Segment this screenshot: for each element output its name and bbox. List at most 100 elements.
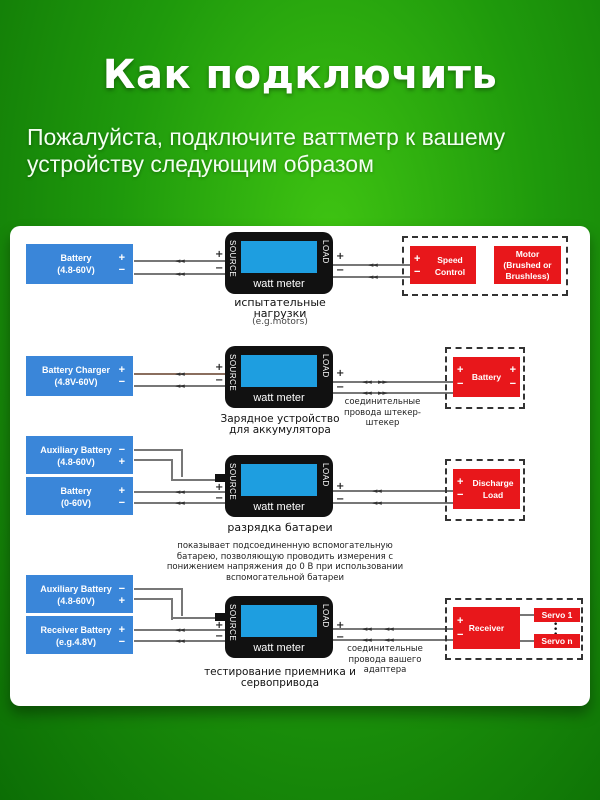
source-voltage: (0-60V) [60, 498, 91, 508]
source-label: SOURCE [228, 463, 237, 501]
minus-sign: − [215, 375, 224, 386]
source-label: SOURCE [228, 604, 237, 642]
wire-positive [333, 490, 453, 492]
wire-negative [333, 392, 455, 394]
minus-terminal: − [118, 444, 125, 456]
arrow-left-icon: ◄◄ [384, 625, 394, 633]
diagram-panel: Battery (4.8-60V) + − ◄◄ ◄◄ + − SOURCE L… [10, 226, 590, 706]
wire-positive [134, 260, 226, 262]
aux-wire [171, 617, 217, 619]
source-voltage: (4.8-60V) [57, 265, 95, 275]
wire-negative [134, 273, 226, 275]
plus-terminal: + [457, 615, 464, 627]
watt-meter: SOURCE LOAD watt meter [225, 346, 333, 408]
load-label: LOAD [321, 354, 330, 378]
minus-sign: − [336, 632, 345, 643]
meter-screen [241, 605, 317, 637]
page-subtitle: Пожалуйста, подключите ваттметр к вашему… [27, 124, 506, 177]
load-label: LOAD [321, 463, 330, 487]
meter-name: watt meter [253, 642, 305, 654]
aux-battery-box: Auxiliary Battery (4.8-60V) − + [26, 436, 133, 474]
plus-terminal: + [457, 476, 464, 488]
diagram-caption-note: (e.g.motors) [252, 317, 308, 327]
load-label: Control [434, 267, 466, 277]
aux-wire [134, 598, 172, 600]
load-label: Motor [515, 249, 540, 259]
minus-sign: − [336, 382, 345, 393]
load-group [402, 236, 568, 296]
source-label: Battery [60, 486, 92, 496]
source-label: Receiver Battery [40, 625, 112, 635]
source-battery-box: Battery (0-60V) + − [26, 477, 133, 515]
minus-terminal: − [118, 264, 125, 276]
meter-screen [241, 355, 317, 387]
wire-note: соединительные провода штекер-штекер [344, 397, 421, 428]
arrow-left-icon: ◄◄ [175, 637, 185, 645]
meter-screen [241, 241, 317, 273]
load-group [445, 459, 525, 521]
aux-wire [171, 479, 217, 481]
load-label: Battery [471, 372, 502, 382]
speed-control-box: + − Speed Control [410, 246, 476, 284]
plus-terminal: + [118, 252, 125, 264]
arrow-left-icon: ◄◄ [175, 626, 185, 634]
diagram-caption: разрядка батареи [227, 521, 333, 534]
load-label: Speed [437, 255, 463, 265]
aux-voltage: (4.8-60V) [57, 596, 95, 606]
arrow-left-icon: ◄◄ [362, 389, 372, 397]
aux-wire [134, 449, 182, 451]
arrow-left-icon: ◄◄ [175, 488, 185, 496]
aux-wire [134, 459, 172, 461]
arrow-left-icon: ◄◄ [175, 499, 185, 507]
minus-terminal: − [414, 266, 421, 278]
arrow-left-icon: ◄◄ [175, 382, 185, 390]
minus-sign: − [336, 265, 345, 276]
motor-box: Motor (Brushed or Brushless) [494, 246, 561, 284]
aux-voltage: (4.8-60V) [57, 457, 95, 467]
plus-sign: + [336, 368, 345, 379]
plus-sign: + [215, 249, 224, 260]
plus-sign: + [215, 482, 224, 493]
diagram-caption: Зарядное устройство для аккумулятора [220, 413, 340, 436]
arrow-left-icon: ◄◄ [362, 625, 372, 633]
minus-sign: − [336, 494, 345, 505]
load-label: Discharge [472, 478, 514, 488]
discharge-load-box: + − Discharge Load [453, 469, 520, 509]
meter-name: watt meter [253, 278, 305, 290]
plus-terminal: + [118, 595, 125, 607]
source-label: Battery [60, 253, 92, 263]
wire-positive [333, 381, 455, 383]
wire-positive [333, 264, 419, 266]
plus-terminal: + [457, 364, 464, 376]
plus-terminal: + [118, 364, 125, 376]
minus-sign: − [215, 631, 224, 642]
watt-meter: SOURCE LOAD watt meter [225, 232, 333, 294]
source-voltage: (4.8V-60V) [54, 377, 98, 387]
plus-terminal: + [118, 485, 125, 497]
minus-terminal: − [457, 629, 464, 641]
wire-negative [134, 502, 226, 504]
source-label: Battery Charger [41, 365, 111, 375]
arrow-right-icon: ►► [378, 389, 388, 397]
wire-negative [333, 639, 455, 641]
source-label: SOURCE [228, 354, 237, 392]
wire-positive [134, 373, 226, 375]
minus-terminal: − [118, 376, 125, 388]
plus-sign: + [336, 620, 345, 631]
servo-wire [520, 640, 535, 642]
plus-terminal: + [414, 253, 421, 265]
servo-1-box: Servo 1 [534, 608, 580, 622]
meter-name: watt meter [253, 392, 305, 404]
arrow-left-icon: ◄◄ [362, 636, 372, 644]
meter-screen [241, 464, 317, 496]
arrow-left-icon: ◄◄ [368, 261, 378, 269]
minus-sign: − [215, 493, 224, 504]
arrow-left-icon: ◄◄ [368, 273, 378, 281]
wire-note: соединительные провода вашего адаптера [347, 644, 423, 675]
minus-terminal: − [509, 378, 516, 390]
minus-sign: − [215, 263, 224, 274]
aux-wire [134, 588, 182, 590]
diagram-caption: испытательные нагрузки [234, 296, 326, 320]
watt-meter: SOURCE LOAD watt meter [225, 455, 333, 517]
arrow-left-icon: ◄◄ [372, 499, 382, 507]
